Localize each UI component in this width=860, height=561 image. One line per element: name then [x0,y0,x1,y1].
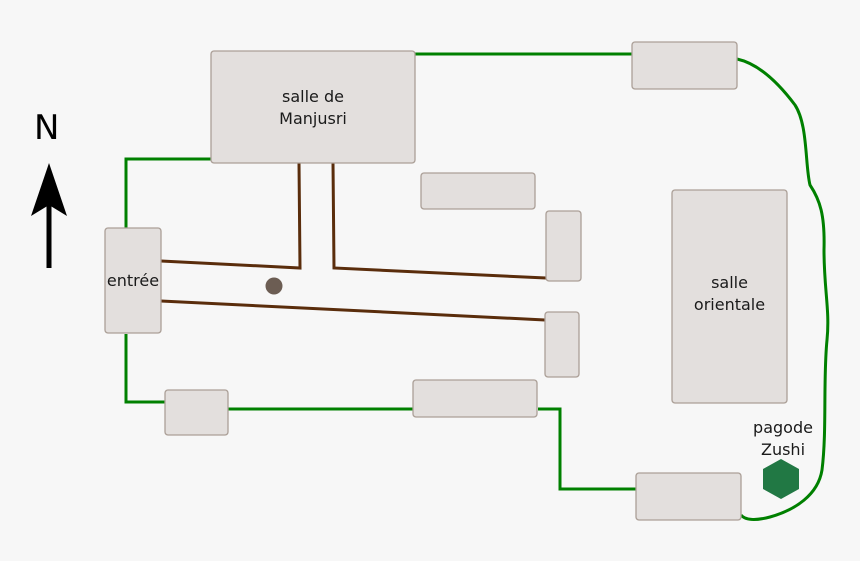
building-south-2[interactable] [412,379,538,418]
path-south [160,299,546,322]
compass-label: N [34,108,60,148]
label-entree: entrée [106,271,160,290]
building-small-east-1[interactable] [545,210,582,282]
building-orientale[interactable] [671,189,788,404]
pagoda-hexagon-icon[interactable] [763,459,799,499]
building-small-north[interactable] [420,172,536,210]
location-marker-icon[interactable] [265,277,283,295]
path-north-west [160,162,302,270]
enclosure-wall [124,52,830,521]
path-north-east [331,162,547,280]
label-zushi: Zushi [760,440,806,459]
building-small-east-2[interactable] [544,311,580,378]
label-pagode: pagode [753,418,813,437]
building-south-1[interactable] [164,389,229,436]
building-southeast[interactable] [635,472,742,521]
building-manjusri[interactable] [210,50,416,164]
north-arrow-icon [31,163,67,268]
building-northeast[interactable] [631,41,738,90]
label-orientale: salle orientale [693,273,766,314]
building-entree[interactable] [104,227,162,334]
label-manjusri: salle de Manjusri [279,87,347,128]
